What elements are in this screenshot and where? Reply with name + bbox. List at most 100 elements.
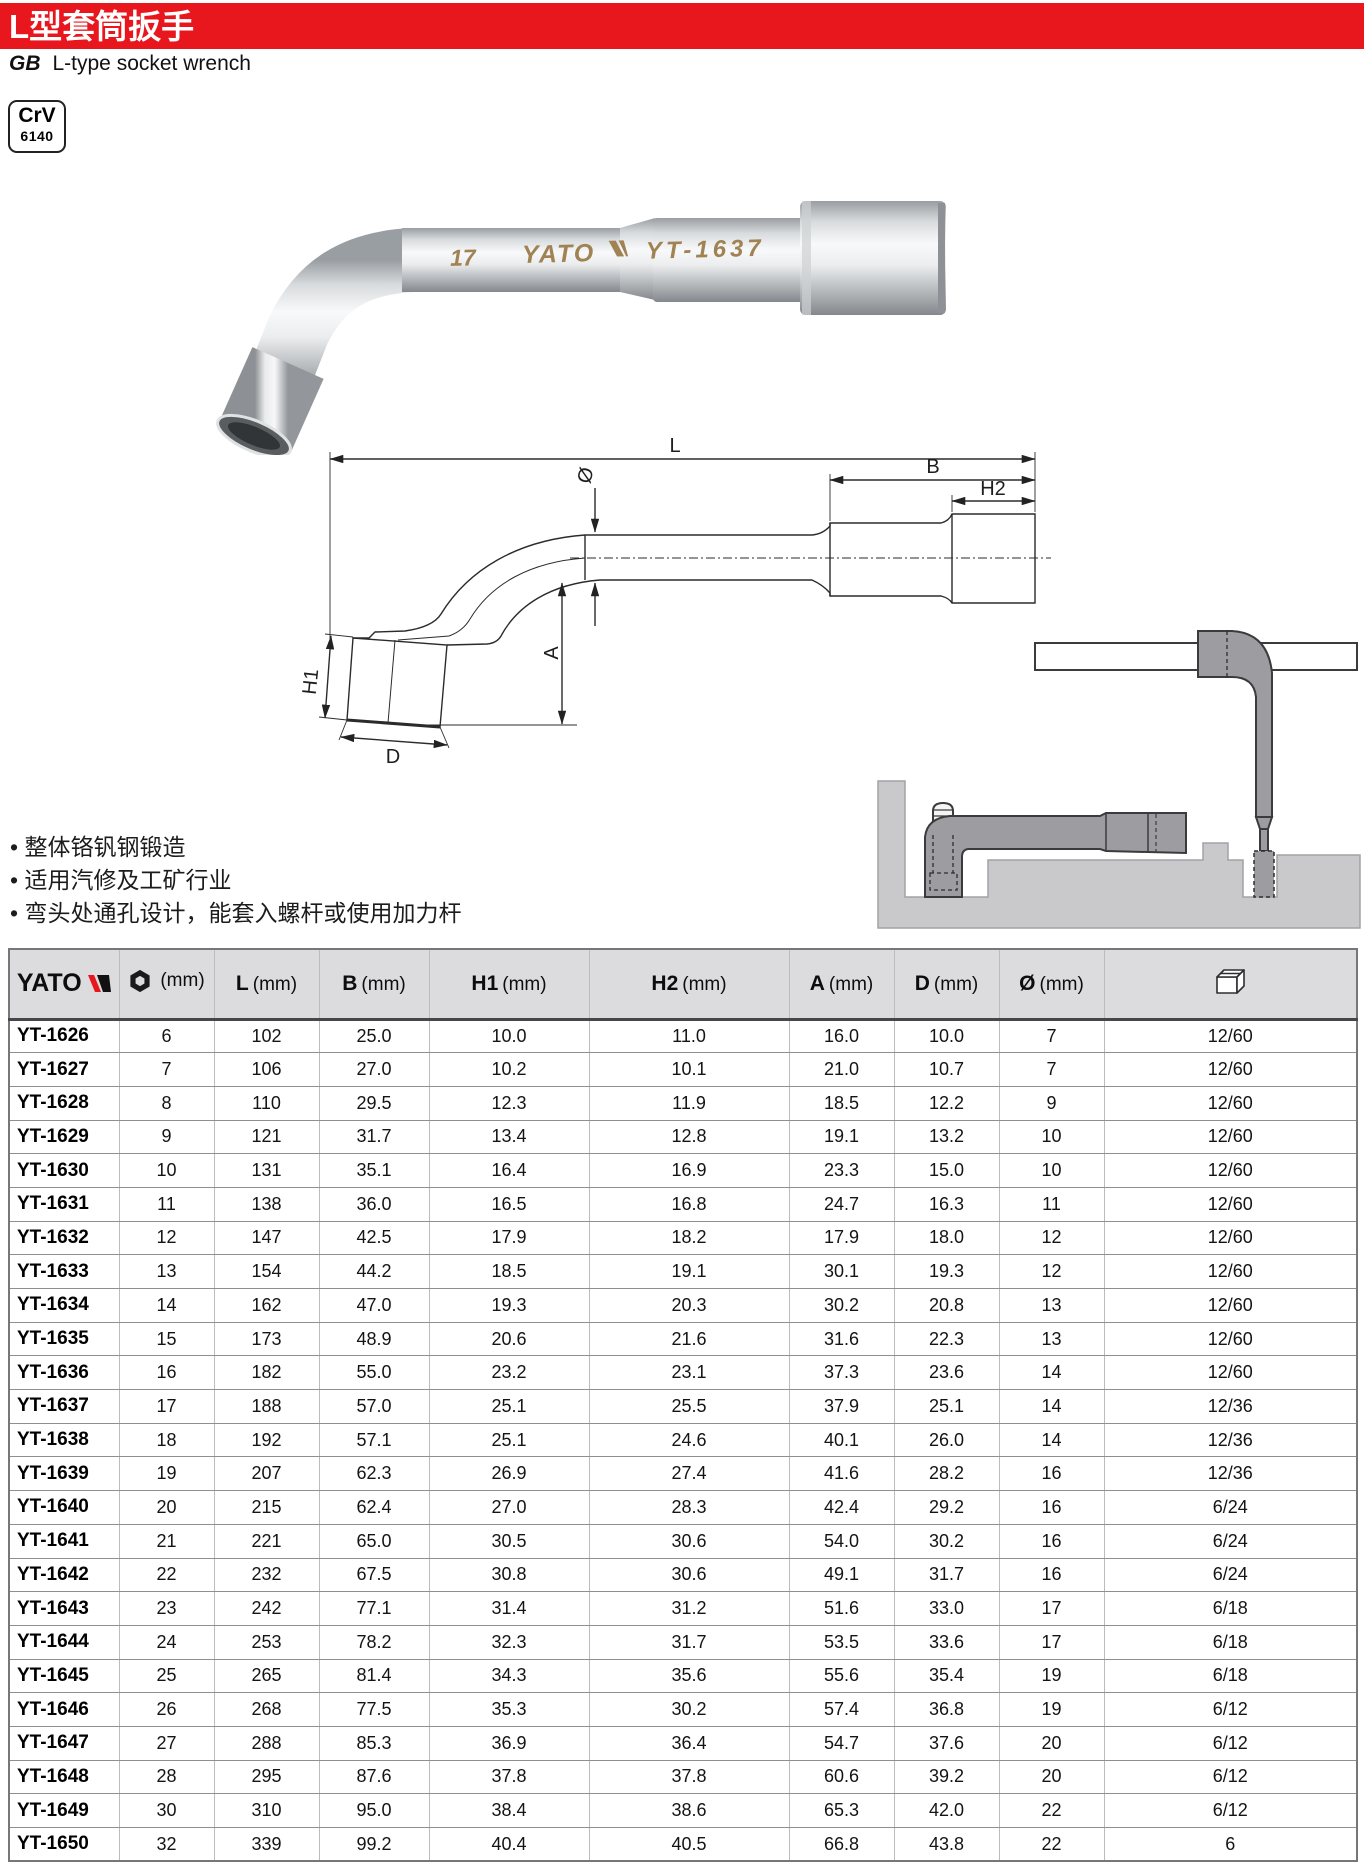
value-cell: 6/12 bbox=[1103, 1692, 1358, 1727]
standard-code: GB bbox=[9, 52, 41, 75]
carton-box-icon bbox=[1216, 968, 1246, 994]
value-cell: 182 bbox=[213, 1355, 320, 1391]
model-cell: YT-1648 bbox=[8, 1759, 120, 1795]
value-cell: 51.6 bbox=[788, 1591, 895, 1626]
table-row: YT-1645 25 265 81.4 34.3 35.6 55.6 35.4 … bbox=[8, 1658, 1358, 1694]
table-row: YT-1650 32 339 99.2 40.4 40.5 66.8 43.8 … bbox=[8, 1827, 1358, 1862]
engraving-brand-mark2 bbox=[618, 240, 629, 257]
value-cell: 10.7 bbox=[893, 1052, 1000, 1087]
value-cell: 121 bbox=[213, 1119, 320, 1155]
product-photo: 17 YATO YT-1637 bbox=[216, 201, 946, 455]
value-cell: 27.4 bbox=[588, 1456, 790, 1492]
model-cell: YT-1650 bbox=[8, 1827, 120, 1862]
value-cell: 35.3 bbox=[428, 1692, 590, 1727]
vertical-wrench-neck bbox=[1259, 828, 1269, 852]
value-cell: 31.7 bbox=[893, 1557, 1000, 1593]
value-cell: 6 bbox=[1103, 1827, 1358, 1862]
value-cell: 20.8 bbox=[893, 1288, 1000, 1323]
value-cell: 40.1 bbox=[788, 1422, 895, 1458]
value-cell: 35.4 bbox=[893, 1658, 1000, 1694]
value-cell: 18.2 bbox=[588, 1220, 790, 1256]
value-cell: 40.4 bbox=[428, 1827, 590, 1862]
value-cell: 339 bbox=[213, 1827, 320, 1862]
value-cell: 21.0 bbox=[788, 1052, 895, 1087]
value-cell: 30.8 bbox=[428, 1557, 590, 1593]
value-cell: 25.1 bbox=[428, 1389, 590, 1424]
value-cell: 268 bbox=[213, 1692, 320, 1727]
value-cell: 17.9 bbox=[788, 1220, 895, 1256]
value-cell: 55.0 bbox=[318, 1355, 430, 1391]
value-cell: 188 bbox=[213, 1389, 320, 1424]
value-cell: 29.5 bbox=[318, 1085, 430, 1121]
model-cell: YT-1640 bbox=[8, 1490, 120, 1525]
value-cell: 11 bbox=[998, 1186, 1105, 1222]
value-cell: 30.1 bbox=[788, 1254, 895, 1289]
value-cell: 53.5 bbox=[788, 1624, 895, 1660]
value-cell: 49.1 bbox=[788, 1557, 895, 1593]
table-row: YT-1632 12 147 42.5 17.9 18.2 17.9 18.0 … bbox=[8, 1220, 1358, 1256]
value-cell: 12/60 bbox=[1103, 1254, 1358, 1289]
label-A: A bbox=[541, 646, 563, 660]
value-cell: 16.4 bbox=[428, 1153, 590, 1188]
lower-socket-outline bbox=[346, 637, 448, 728]
value-cell: 40.5 bbox=[588, 1827, 790, 1862]
value-cell: 28.3 bbox=[588, 1490, 790, 1525]
value-cell: 37.3 bbox=[788, 1355, 895, 1391]
value-cell: 6/12 bbox=[1103, 1793, 1358, 1828]
value-cell: 19.3 bbox=[428, 1288, 590, 1323]
model-cell: YT-1627 bbox=[8, 1052, 120, 1087]
value-cell: 6/24 bbox=[1103, 1490, 1358, 1525]
value-cell: 9 bbox=[998, 1085, 1105, 1121]
value-cell: 27.0 bbox=[318, 1052, 430, 1087]
table-row: YT-1636 16 182 55.0 23.2 23.1 37.3 23.6 … bbox=[8, 1355, 1358, 1391]
feature-item: • 适用汽修及工矿行业 bbox=[10, 867, 232, 893]
page-title: L型套筒扳手 bbox=[9, 8, 195, 45]
value-cell: 11 bbox=[118, 1186, 215, 1222]
value-cell: 13.4 bbox=[428, 1119, 590, 1155]
value-cell: 154 bbox=[213, 1254, 320, 1289]
model-cell: YT-1631 bbox=[8, 1186, 120, 1222]
value-cell: 23 bbox=[118, 1591, 215, 1626]
model-cell: YT-1645 bbox=[8, 1658, 120, 1694]
value-cell: 31.2 bbox=[588, 1591, 790, 1626]
value-cell: 12 bbox=[118, 1220, 215, 1256]
value-cell: 173 bbox=[213, 1321, 320, 1357]
value-cell: 16.5 bbox=[428, 1186, 590, 1222]
wrench-upper-socket bbox=[800, 201, 946, 315]
value-cell: 31.4 bbox=[428, 1591, 590, 1626]
value-cell: 110 bbox=[213, 1085, 320, 1121]
model-cell: YT-1642 bbox=[8, 1557, 120, 1593]
value-cell: 31.6 bbox=[788, 1321, 895, 1357]
value-cell: 6 bbox=[118, 1018, 215, 1054]
value-cell: 12 bbox=[998, 1254, 1105, 1289]
value-cell: 54.7 bbox=[788, 1725, 895, 1761]
value-cell: 7 bbox=[998, 1052, 1105, 1087]
value-cell: 16.9 bbox=[588, 1153, 790, 1188]
value-cell: 6/18 bbox=[1103, 1624, 1358, 1660]
value-cell: 36.8 bbox=[893, 1692, 1000, 1727]
value-cell: 65.3 bbox=[788, 1793, 895, 1828]
value-cell: 10.1 bbox=[588, 1052, 790, 1087]
model-cell: YT-1643 bbox=[8, 1591, 120, 1626]
table-header-row: YATO (mm) bbox=[8, 948, 1358, 1021]
value-cell: 37.6 bbox=[893, 1725, 1000, 1761]
value-cell: 215 bbox=[213, 1490, 320, 1525]
value-cell: 36.9 bbox=[428, 1725, 590, 1761]
col-header-H2: H2(mm) bbox=[588, 948, 790, 1021]
engraving: 17 YATO YT-1637 bbox=[450, 235, 765, 271]
table-row: YT-1647 27 288 85.3 36.9 36.4 54.7 37.6 … bbox=[8, 1725, 1358, 1761]
model-cell: YT-1646 bbox=[8, 1692, 120, 1727]
value-cell: 57.1 bbox=[318, 1422, 430, 1458]
value-cell: 22 bbox=[118, 1557, 215, 1593]
value-cell: 28.2 bbox=[893, 1456, 1000, 1492]
table-row: YT-1639 19 207 62.3 26.9 27.4 41.6 28.2 … bbox=[8, 1456, 1358, 1492]
material-badge-line2: 6140 bbox=[20, 128, 54, 144]
table-row: YT-1637 17 188 57.0 25.1 25.5 37.9 25.1 … bbox=[8, 1389, 1358, 1424]
value-cell: 12 bbox=[998, 1220, 1105, 1256]
engraving-model: YT-1637 bbox=[646, 235, 765, 265]
value-cell: 16 bbox=[998, 1490, 1105, 1525]
wrench-mid-tube bbox=[653, 218, 805, 302]
value-cell: 14 bbox=[998, 1389, 1105, 1424]
